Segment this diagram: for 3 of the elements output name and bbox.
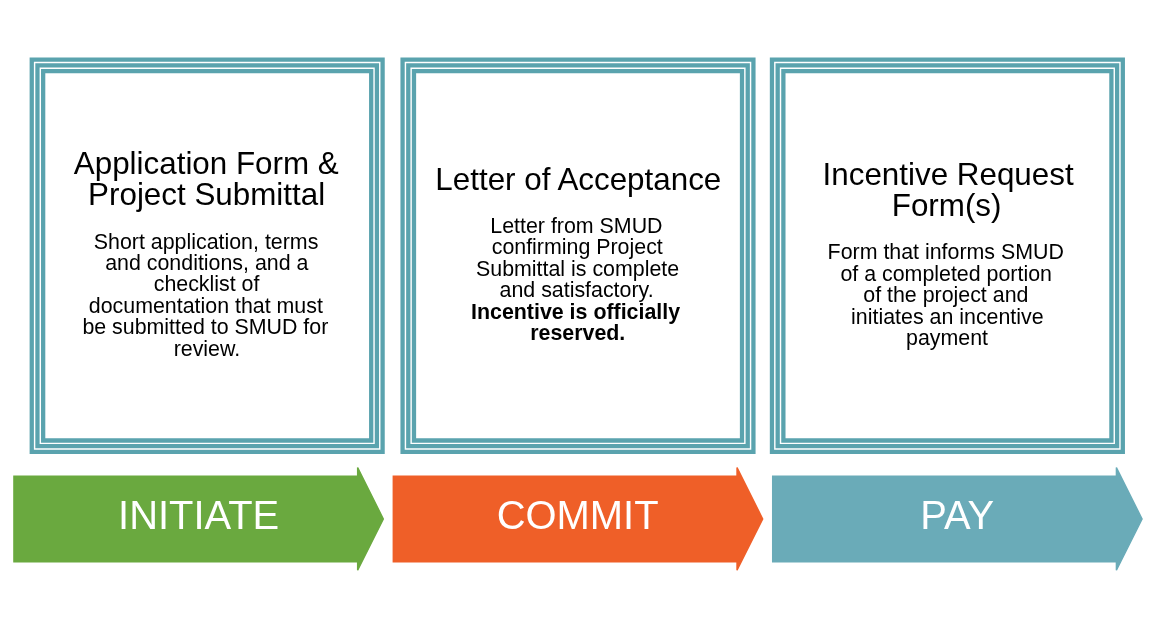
node-box: Letter of Acceptance Letter from SMUD confirming Project Submittal is complete and satisfactory. Incentive is officially reserved. [400, 57, 756, 454]
node-box: Incentive Request Form(s) Form that informs SMUD of a completed portion of the project and initiates an incentive payment [769, 57, 1125, 454]
node-box: Application Form & Project Submittal Short application, terms and conditions, and a checklist of documentation that must be submitted to SMUD for review. [29, 57, 385, 454]
